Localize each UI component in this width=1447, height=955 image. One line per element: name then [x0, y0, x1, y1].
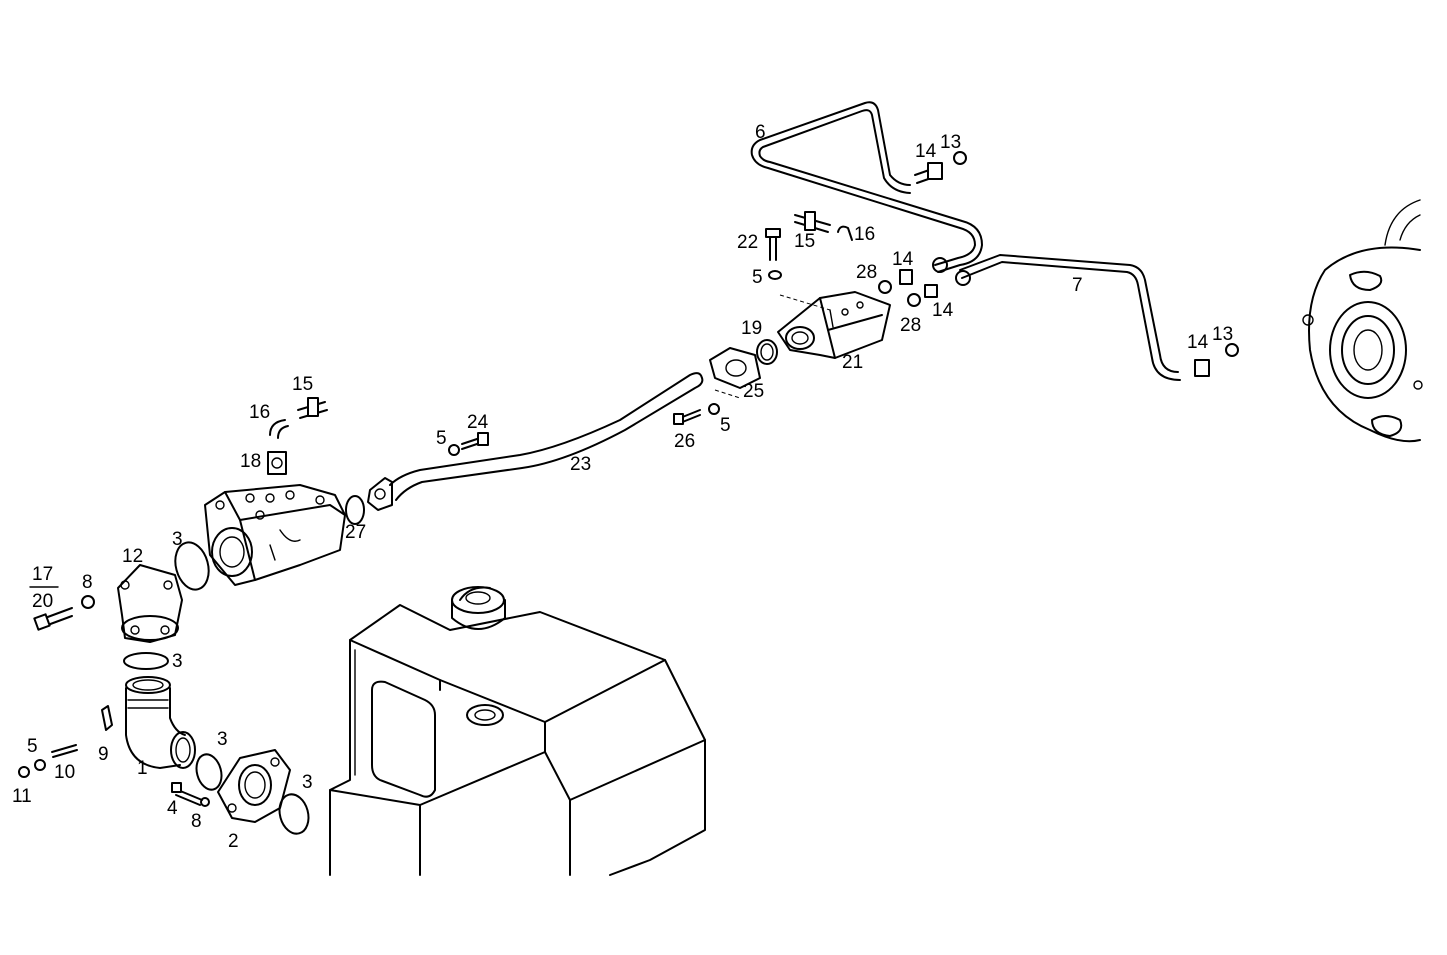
callout-5: 5	[27, 736, 38, 757]
callout-13: 13	[940, 132, 961, 153]
callout-18: 18	[240, 451, 261, 472]
callout-28: 28	[856, 262, 877, 283]
callout-16: 16	[249, 402, 270, 423]
callout-15: 15	[292, 374, 313, 395]
callout-15: 15	[794, 231, 815, 252]
thermostat-housing	[204, 484, 346, 586]
callout-4: 4	[167, 798, 178, 819]
callout-8: 8	[191, 811, 202, 832]
callout-3: 3	[302, 772, 313, 793]
callout-14: 14	[1187, 332, 1209, 353]
callout-2: 2	[228, 831, 239, 852]
callout-3: 3	[217, 729, 228, 750]
flange-25	[709, 339, 778, 399]
callout-11: 11	[12, 786, 32, 807]
callout-25: 25	[743, 381, 764, 402]
callout-14: 14	[932, 300, 954, 321]
callout-22: 22	[737, 232, 758, 253]
flange-2	[217, 749, 291, 823]
callout-5: 5	[752, 267, 763, 288]
callout-14: 14	[915, 141, 937, 162]
tank-housing	[329, 586, 706, 876]
o-rings	[123, 495, 365, 835]
callout-9: 9	[98, 744, 109, 765]
callout-28: 28	[900, 315, 921, 336]
callout-27: 27	[345, 522, 366, 543]
callout-14: 14	[892, 249, 914, 270]
callout-8: 8	[82, 572, 93, 593]
callout-3: 3	[172, 651, 183, 672]
callout-5: 5	[436, 428, 447, 449]
block-21	[777, 291, 891, 359]
callout-23: 23	[570, 454, 591, 475]
callout-20: 20	[32, 591, 53, 612]
pipe-7	[959, 254, 1181, 381]
flywheel-housing	[1302, 199, 1423, 443]
callout-10: 10	[54, 762, 75, 783]
callout-1: 1	[137, 758, 148, 779]
pipe-23	[367, 372, 704, 511]
callout-6: 6	[755, 122, 766, 143]
callout-19: 19	[741, 318, 762, 339]
callout-24: 24	[467, 412, 489, 433]
pipe-6	[750, 101, 983, 273]
callout-3: 3	[172, 529, 183, 550]
callout-21: 21	[842, 352, 863, 373]
callout-12: 12	[122, 546, 143, 567]
elbow-12	[117, 564, 183, 643]
callout-26: 26	[674, 431, 695, 452]
callout-16: 16	[854, 224, 875, 245]
fittings	[18, 151, 1239, 807]
callout-7: 7	[1072, 275, 1083, 296]
elbow-pipe-1	[125, 676, 196, 769]
callout-5: 5	[720, 415, 731, 436]
callout-17: 17	[32, 564, 53, 585]
callout-labels: 1 2 3 3 3 3 4 5 5 5 5 6 7 8 8 9 10 11 12…	[12, 122, 1233, 852]
callout-13: 13	[1212, 324, 1233, 345]
